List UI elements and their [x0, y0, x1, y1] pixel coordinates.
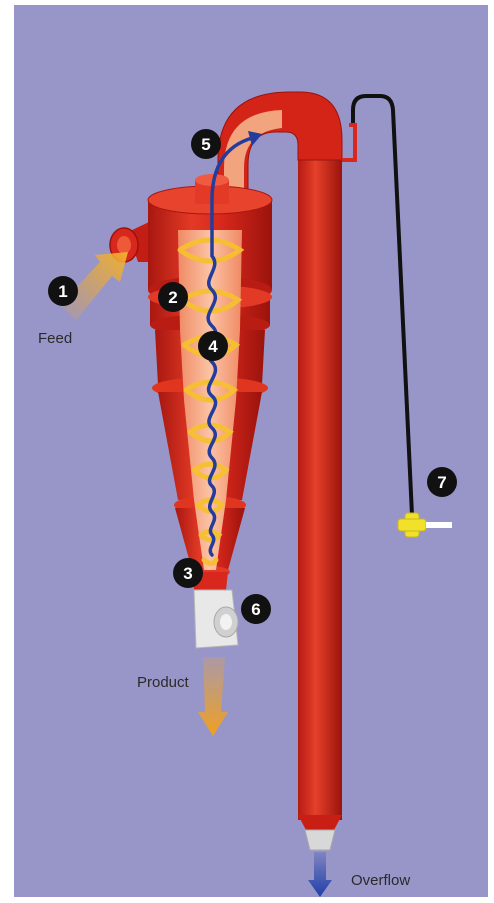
overflow-pipe — [298, 140, 342, 820]
svg-text:2: 2 — [168, 288, 177, 307]
marker-1: 1 — [48, 276, 78, 306]
underflow-spigot — [194, 590, 238, 648]
svg-text:3: 3 — [183, 564, 192, 583]
label-feed: Feed — [38, 330, 72, 347]
svg-text:5: 5 — [201, 135, 210, 154]
svg-text:7: 7 — [437, 473, 446, 492]
marker-5: 5 — [191, 129, 221, 159]
marker-2: 2 — [158, 282, 188, 312]
svg-text:4: 4 — [208, 337, 218, 356]
marker-7: 7 — [427, 467, 457, 497]
overflow-outlet-cap — [305, 830, 335, 850]
svg-text:1: 1 — [58, 282, 67, 301]
marker-4: 4 — [198, 331, 228, 361]
label-product: Product — [137, 674, 190, 691]
svg-text:6: 6 — [251, 600, 260, 619]
marker-3: 3 — [173, 558, 203, 588]
label-overflow: Overflow — [351, 872, 410, 889]
marker-6: 6 — [241, 594, 271, 624]
